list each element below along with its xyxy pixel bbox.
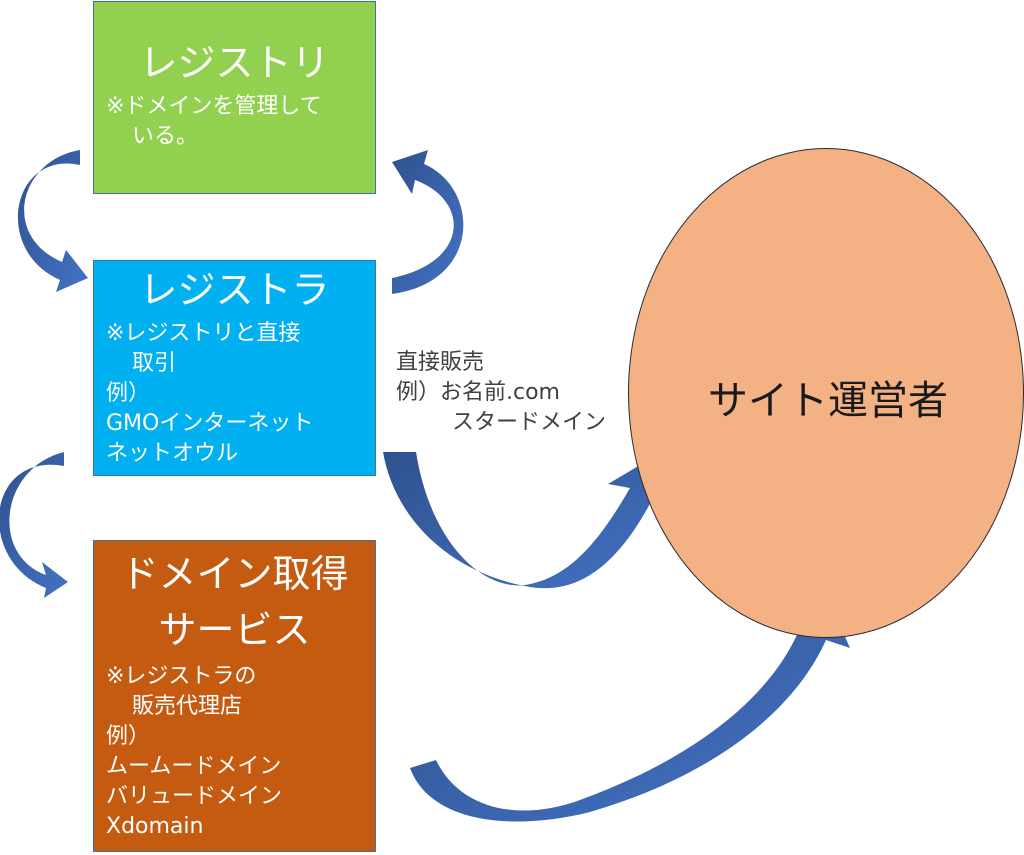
- reseller-note-line1: ※レジストラの: [106, 664, 257, 690]
- reseller-example-item: Xdomain: [106, 814, 204, 840]
- site-operator-ellipse: [628, 148, 1024, 638]
- reseller-box: ドメイン取得 サービス ※レジストラの 販売代理店 例） ムームードメイン バリ…: [93, 540, 376, 852]
- reseller-note: ※レジストラの 販売代理店 例） ムームードメイン バリュードメイン Xdoma…: [106, 662, 375, 842]
- registry-note-line2: いる。: [132, 123, 199, 149]
- arrow-registry-to-registrar: [17, 150, 88, 292]
- registrar-example-item: ネットオウル: [106, 440, 239, 466]
- arrow-registrar-to-reseller: [0, 452, 68, 598]
- reseller-title-line2: サービス: [158, 607, 311, 652]
- direct-sale-line2: 例）お名前.com: [396, 380, 560, 405]
- registrar-example-item: GMOインターネット: [106, 410, 314, 436]
- registrar-box: レジストラ ※レジストリと直接 取引 例） GMOインターネット ネットオウル: [93, 260, 376, 476]
- site-operator-label: サイト運営者: [708, 378, 948, 424]
- registrar-note: ※レジストリと直接 取引 例） GMOインターネット ネットオウル: [106, 319, 375, 469]
- reseller-title-line1: ドメイン取得: [120, 552, 349, 596]
- registrar-note-line2: 取引: [132, 350, 177, 376]
- registry-note: ※ドメインを管理して いる。: [106, 92, 375, 152]
- registry-title: レジストリ: [139, 41, 330, 85]
- reseller-note-line2: 販売代理店: [132, 694, 243, 720]
- reseller-example-label: 例）: [106, 724, 151, 750]
- arrow-registrar-to-registry: [392, 150, 464, 294]
- registrar-title: レジストラ: [139, 268, 330, 312]
- registry-note-line1: ※ドメインを管理して: [106, 93, 322, 119]
- registrar-note-line1: ※レジストリと直接: [106, 320, 301, 346]
- reseller-example-item: ムームードメイン: [106, 754, 282, 780]
- direct-sale-line1: 直接販売: [396, 350, 485, 375]
- arrow-registrar-to-operator: [383, 452, 682, 589]
- registrar-example-label: 例）: [106, 380, 151, 406]
- direct-sale-line3: スタードメイン: [452, 410, 607, 435]
- reseller-example-item: バリュードメイン: [106, 784, 283, 810]
- registry-box: レジストリ ※ドメインを管理して いる。: [93, 1, 376, 194]
- direct-sale-label: 直接販売 例）お名前.com スタードメイン: [396, 348, 606, 438]
